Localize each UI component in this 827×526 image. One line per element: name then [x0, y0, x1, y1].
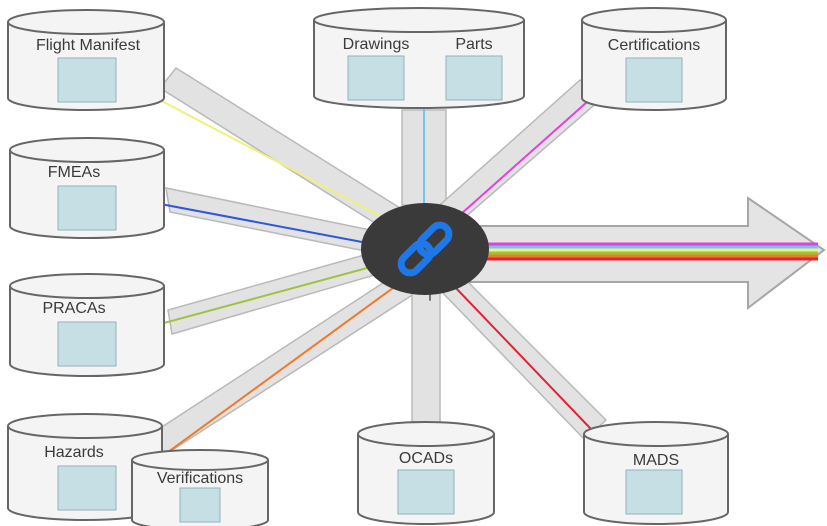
database-ocads	[357, 421, 495, 525]
document-icon	[625, 57, 683, 103]
chain-link-icon	[397, 221, 453, 277]
database-flight-manifest	[7, 9, 165, 111]
link-certifications	[451, 93, 597, 223]
document-icon	[57, 321, 117, 367]
document-icon	[57, 57, 117, 103]
document-icon	[347, 55, 405, 101]
link-mads	[453, 285, 591, 429]
database-hazards	[7, 413, 163, 521]
link-flight-manifest	[117, 77, 393, 223]
database-drawings-parts	[313, 7, 525, 109]
document-icon	[625, 469, 683, 515]
document-icon	[179, 487, 221, 523]
pipe-ocads	[411, 289, 441, 431]
database-fmeas	[9, 137, 165, 239]
database-certifications	[581, 7, 727, 111]
hub	[361, 203, 489, 295]
document-icon	[445, 55, 503, 101]
document-icon	[397, 469, 455, 515]
document-icon	[57, 185, 117, 231]
database-verifications	[131, 449, 269, 526]
database-pracas	[9, 273, 165, 377]
database-mads	[583, 421, 729, 525]
document-icon	[57, 465, 117, 511]
